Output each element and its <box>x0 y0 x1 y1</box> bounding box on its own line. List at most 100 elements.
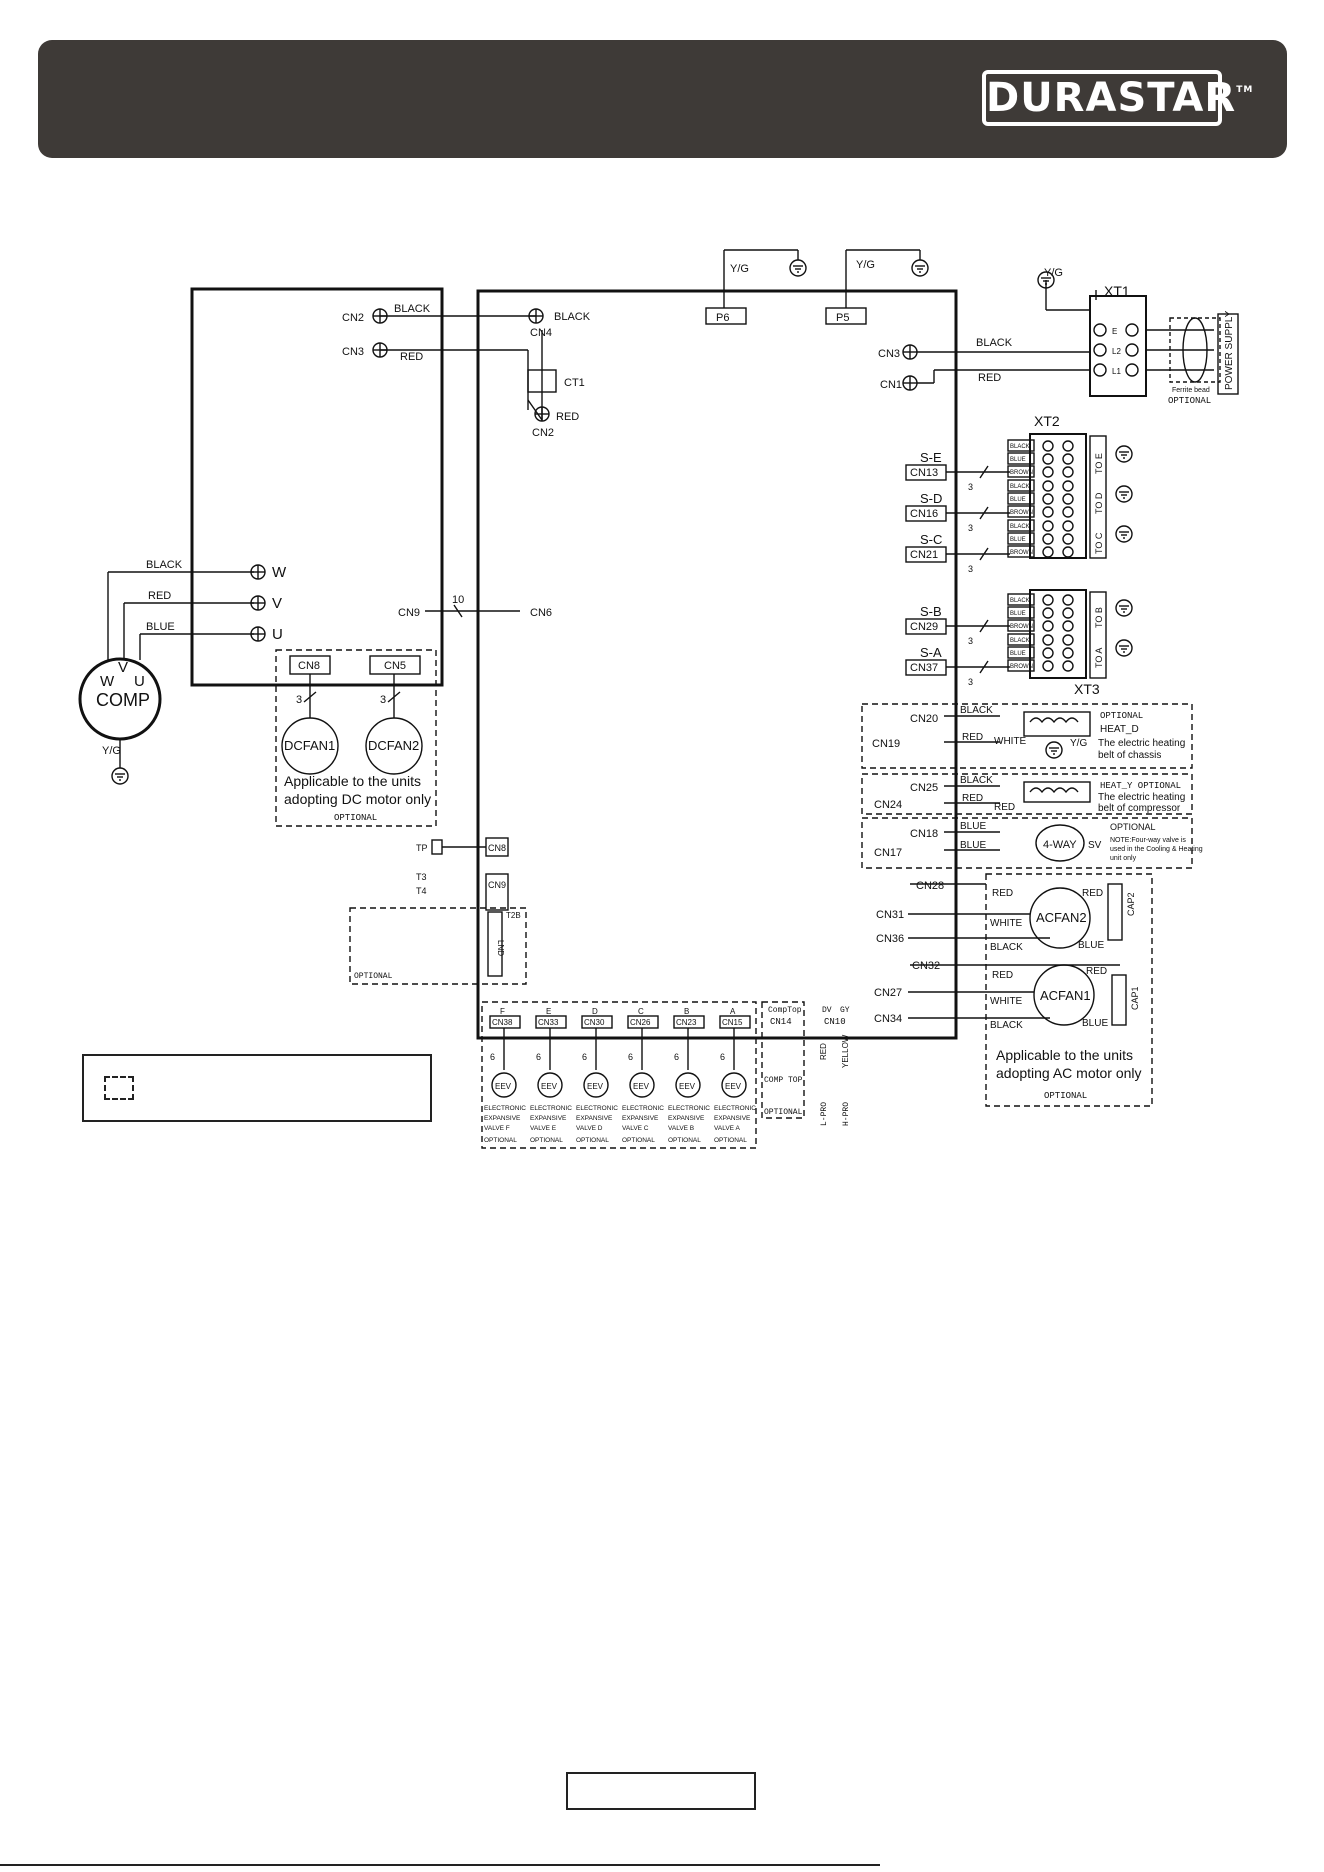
room-4-wire-label-1: BLUE <box>1010 651 1026 657</box>
xt1-right-2 <box>1125 363 1139 377</box>
brand-trademark: TM <box>1236 85 1254 95</box>
eev-count-1: 6 <box>536 1052 541 1062</box>
eev-line2-5: EXPANSIVE <box>714 1115 751 1122</box>
room-1-term-right-0 <box>1062 480 1074 492</box>
heat-d-title: HEAT_D <box>1100 724 1139 735</box>
room-2-term-left-0 <box>1042 520 1054 532</box>
heat-y-desc-2: belt of compressor <box>1098 803 1181 814</box>
ct1-label: CT1 <box>564 377 585 389</box>
cn10-label: CN10 <box>824 1017 846 1027</box>
heat-d-optional: OPTIONAL <box>1100 711 1143 721</box>
t4-label: T4 <box>416 886 427 896</box>
room-0-term-left-1 <box>1042 453 1054 465</box>
dc-note-1: Applicable to the units <box>284 773 421 789</box>
yg-power: Y/G <box>1044 267 1063 279</box>
comp-top-label: COMP TOP <box>764 1076 803 1085</box>
room-2-wire-label-2: BROWN <box>1010 550 1033 556</box>
room-connector-box-2 <box>905 546 947 563</box>
room-0-term-left-2 <box>1042 466 1054 478</box>
room-2-wire-label-0: BLACK <box>1010 524 1030 530</box>
eev-line2-1: EXPANSIVE <box>530 1115 567 1122</box>
yellow-pressure: YELLOW <box>841 1034 850 1068</box>
room-3-wire-label-1: BLUE <box>1010 611 1026 617</box>
room-2-term-left-1 <box>1042 533 1054 545</box>
comp-u-label: U <box>134 673 145 690</box>
eev-valve-A: VALVE A <box>714 1125 740 1132</box>
comp-ground-icon <box>111 767 129 785</box>
room-connector-CN16: CN16 <box>910 508 938 520</box>
eev-label-4: EEV <box>679 1082 696 1091</box>
comp-w-label: W <box>100 673 115 690</box>
room-4-wire-box-1 <box>1007 646 1035 659</box>
p6-label: P6 <box>716 312 729 324</box>
room-3-term-right-1 <box>1062 607 1074 619</box>
room-to-label-1: TO D <box>1094 492 1104 514</box>
room-4-term-left-0 <box>1042 634 1054 646</box>
acfan1-black: BLACK <box>990 1020 1023 1031</box>
eev-valve-F: VALVE F <box>484 1125 510 1132</box>
cn19-label: CN19 <box>872 738 900 750</box>
room-wire-count-0: 3 <box>968 482 973 492</box>
cn6-label: CN6 <box>530 607 552 619</box>
room-connector-box-4 <box>905 659 947 676</box>
wire-black-cn4: BLACK <box>554 311 591 323</box>
heat-y-red-2: RED <box>994 802 1015 813</box>
eev-connector-box-5 <box>719 1015 751 1029</box>
room-4-term-right-2 <box>1062 660 1074 672</box>
room-2-term-right-2 <box>1062 546 1074 558</box>
room-0-wire-box-0 <box>1007 439 1035 452</box>
eev-room-D: D <box>592 1007 598 1016</box>
room-3-term-right-2 <box>1062 620 1074 632</box>
room-1-term-left-2 <box>1042 506 1054 518</box>
comp-label: COMP <box>96 690 150 710</box>
eev-circle-4 <box>675 1072 701 1098</box>
eev-line2-2: EXPANSIVE <box>576 1115 613 1122</box>
room-4-wire-label-0: BLACK <box>1010 638 1030 644</box>
room-1-wire-label-0: BLACK <box>1010 484 1030 490</box>
room-3-term-right-0 <box>1062 594 1074 606</box>
power-optional: OPTIONAL <box>1168 396 1211 406</box>
eev-label-3: EEV <box>633 1082 650 1091</box>
lpro-label: L-PRO <box>820 1102 829 1126</box>
eev-connector-box-2 <box>581 1015 613 1029</box>
wire-blue-u: BLUE <box>146 621 175 633</box>
eev-line1-2: ELECTRONIC <box>576 1105 618 1112</box>
eev-label-5: EEV <box>725 1082 742 1091</box>
power-supply-label: POWER SUPPLY <box>1224 310 1235 390</box>
eev-count-2: 6 <box>582 1052 587 1062</box>
xt1-left-0 <box>1093 323 1107 337</box>
eev-count-0: 6 <box>490 1052 495 1062</box>
dc-count-1: 3 <box>296 694 302 706</box>
comp-v-label: V <box>118 659 128 676</box>
four-way-note-2: used in the Cooling & Heating <box>1110 846 1203 853</box>
eev-connector-CN38: CN38 <box>492 1018 513 1027</box>
ferrite-label: Ferrite bead <box>1172 387 1210 394</box>
room-name-S-C: S-C <box>920 532 942 547</box>
room-3-wire-box-2 <box>1007 619 1035 632</box>
room-3-term-left-2 <box>1042 620 1054 632</box>
room-wire-count-2: 3 <box>968 564 973 574</box>
eev-circle-1 <box>537 1072 563 1098</box>
eev-room-A: A <box>730 1007 736 1016</box>
cn36-label: CN36 <box>876 933 904 945</box>
eev-optional-2: OPTIONAL <box>576 1137 609 1144</box>
eev-optional-5: OPTIONAL <box>714 1137 747 1144</box>
room-3-wire-label-0: BLACK <box>1010 598 1030 604</box>
room-connector-box-3 <box>905 618 947 635</box>
four-way-optional: OPTIONAL <box>1110 822 1156 832</box>
acfan1-label: ACFAN1 <box>1040 988 1091 1003</box>
eev-line1-0: ELECTRONIC <box>484 1105 526 1112</box>
cn20-label: CN20 <box>910 713 938 725</box>
eev-label-0: EEV <box>495 1082 512 1091</box>
eev-circle-0 <box>491 1072 517 1098</box>
gy-label: GY <box>840 1006 850 1015</box>
acfan1-red-1: RED <box>992 970 1013 981</box>
t3-label: T3 <box>416 872 427 882</box>
acfan2-white: WHITE <box>990 918 1023 929</box>
heat-y-desc-1: The electric heating <box>1098 792 1185 803</box>
dcfan2-label: DCFAN2 <box>368 738 419 753</box>
cn27-label: CN27 <box>874 987 902 999</box>
eev-label-2: EEV <box>587 1082 604 1091</box>
room-4-wire-box-0 <box>1007 633 1035 646</box>
four-way-note-3: unit only <box>1110 855 1137 862</box>
